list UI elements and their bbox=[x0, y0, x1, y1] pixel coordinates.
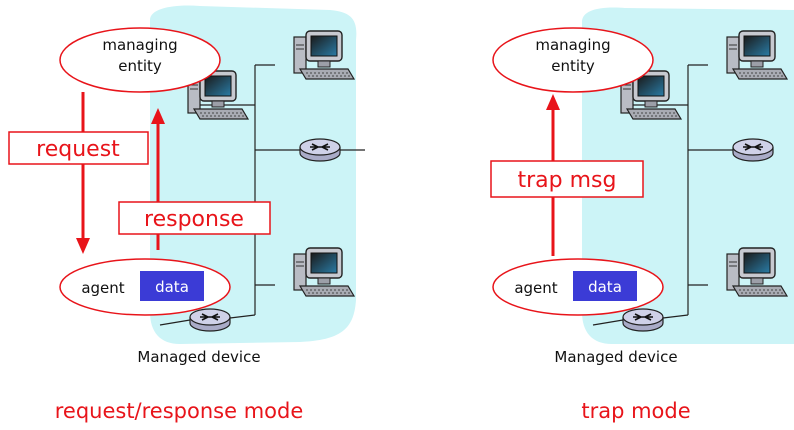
response-label-box bbox=[118, 201, 271, 235]
managing-entity-line: managing bbox=[102, 36, 177, 54]
agent-label: agent bbox=[514, 279, 557, 297]
managed-device-caption: Managed device bbox=[137, 348, 260, 366]
mode-caption: request/response mode bbox=[55, 399, 304, 423]
panel-trap: managing entity trap msg agent data Manag… bbox=[490, 7, 794, 423]
router-icon bbox=[732, 138, 774, 162]
managing-entity-label: managing entity bbox=[535, 36, 610, 75]
router-icon bbox=[622, 308, 664, 332]
managing-entity-label: managing entity bbox=[102, 36, 177, 75]
trap-label: trap msg bbox=[518, 168, 617, 193]
data-label: data bbox=[155, 278, 189, 296]
router-icon bbox=[189, 308, 231, 332]
managing-entity-line: managing bbox=[535, 36, 610, 54]
managed-device-caption: Managed device bbox=[554, 348, 677, 366]
trap-label-box bbox=[490, 160, 644, 198]
managing-entity-ellipse bbox=[59, 27, 221, 93]
mode-caption: trap mode bbox=[581, 399, 690, 423]
network-links bbox=[592, 64, 736, 326]
request-label: request bbox=[36, 137, 120, 162]
agent-label: agent bbox=[81, 279, 124, 297]
router-icon bbox=[299, 138, 341, 162]
managing-entity-line: entity bbox=[551, 57, 595, 75]
network-links bbox=[159, 64, 365, 326]
panel-request-response: managing entity request response agent da… bbox=[8, 5, 365, 423]
data-box bbox=[140, 271, 204, 301]
data-label: data bbox=[588, 278, 622, 296]
request-label-box bbox=[8, 131, 149, 165]
data-box bbox=[573, 271, 637, 301]
managing-entity-line: entity bbox=[118, 57, 162, 75]
response-label: response bbox=[144, 207, 244, 232]
request-arrow bbox=[76, 92, 90, 254]
managing-entity-ellipse bbox=[492, 27, 654, 93]
